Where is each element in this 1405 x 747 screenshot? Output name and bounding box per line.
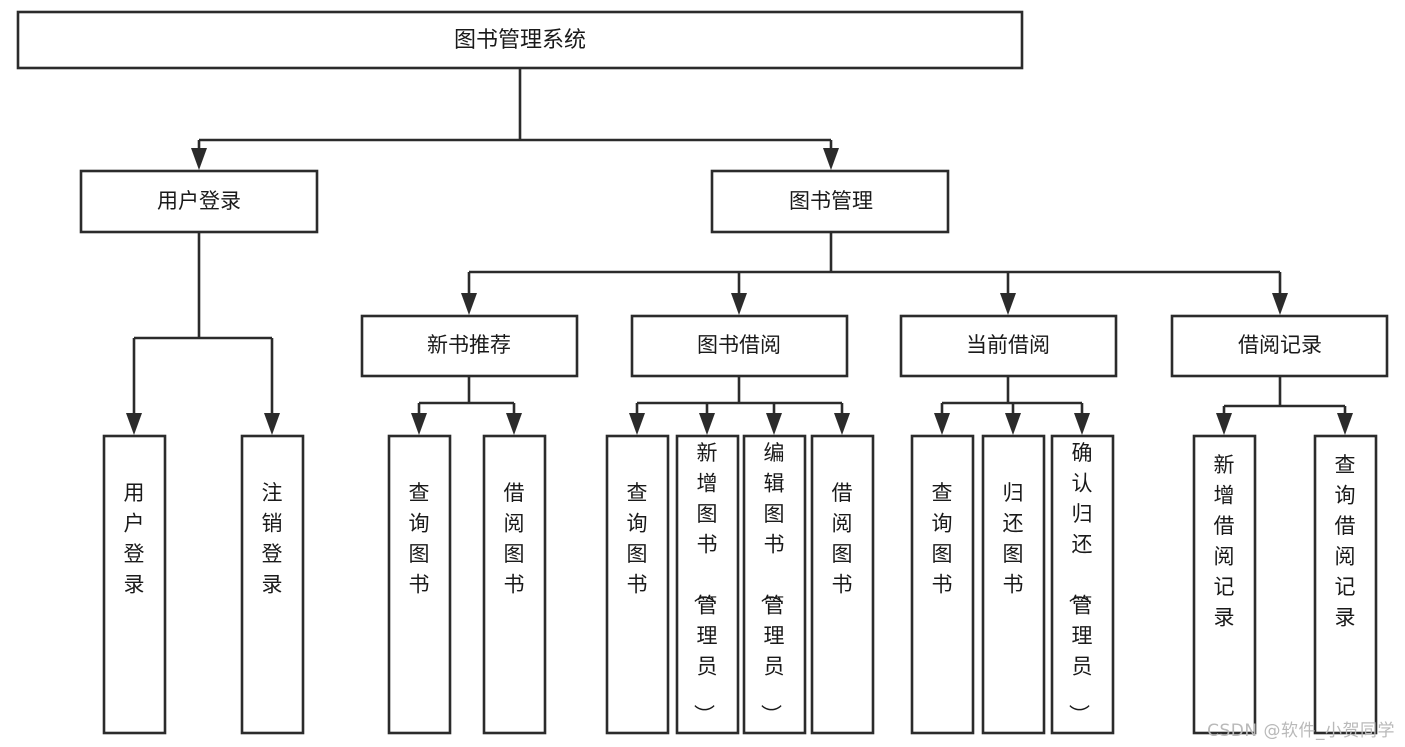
leaf-user-login-1-label: 用户登录 [124, 481, 145, 597]
node-user-login-label: 用户登录 [157, 189, 241, 213]
node-new-book-recommend-box[interactable] [360, 314, 579, 378]
leaf-book-borrow-2[interactable]: 新增图书（管理员） [675, 434, 740, 735]
node-book-borrow[interactable]: 图书借阅 [630, 314, 849, 378]
arrow-borrow-leaf-4 [834, 413, 850, 435]
node-user-login[interactable]: 用户登录 [79, 169, 319, 234]
leaf-book-borrow-4-box[interactable] [810, 434, 875, 735]
leaf-new-book-2-box[interactable] [482, 434, 547, 735]
node-current-borrow[interactable]: 当前借阅 [899, 314, 1118, 378]
arrow-current-leaf-2 [1005, 413, 1021, 435]
arrow-record-leaf-2 [1337, 413, 1353, 435]
node-borrow-record-label: 借阅记录 [1238, 333, 1322, 357]
arrow-newbook-leaf-2 [506, 413, 522, 435]
node-user-login-box[interactable] [79, 169, 319, 234]
arrow-current-leaf-3 [1074, 413, 1090, 435]
leaf-new-book-2[interactable]: 借阅图书 [482, 434, 547, 735]
leaf-book-borrow-1-label: 查询图书 [627, 481, 648, 597]
leaf-borrow-record-2-label: 查询借阅记录 [1335, 453, 1356, 630]
leaf-user-login-2[interactable]: 注销登录 [240, 434, 305, 735]
leaf-current-borrow-3-box[interactable] [1050, 434, 1115, 735]
leaf-new-book-2-label: 借阅图书 [504, 481, 525, 597]
arrow-level3-1 [461, 293, 477, 315]
arrow-user-login-leaf-2 [264, 413, 280, 435]
arrow-newbook-leaf-1 [411, 413, 427, 435]
leaf-book-borrow-4[interactable]: 借阅图书 [810, 434, 875, 735]
leaf-book-borrow-1[interactable]: 查询图书 [605, 434, 670, 735]
connectors [126, 68, 1353, 435]
leaf-book-borrow-3-box[interactable] [742, 434, 807, 735]
node-book-manage-box[interactable] [710, 169, 950, 234]
leaf-user-login-1[interactable]: 用户登录 [102, 434, 167, 735]
node-current-borrow-label: 当前借阅 [966, 333, 1050, 357]
node-book-manage-label: 图书管理 [789, 189, 873, 213]
leaf-book-borrow-3[interactable]: 编辑图书（管理员） [742, 434, 807, 735]
leaf-book-borrow-2-label: 新增图书（管理员） [692, 441, 718, 725]
node-borrow-record[interactable]: 借阅记录 [1170, 314, 1389, 378]
leaf-current-borrow-1-box[interactable] [910, 434, 975, 735]
leaf-new-book-1-box[interactable] [387, 434, 452, 735]
node-new-book-recommend-label: 新书推荐 [427, 333, 511, 357]
leaf-borrow-record-2-box[interactable] [1313, 434, 1378, 735]
leaf-current-borrow-3-label: 确认归还（管理员） [1067, 441, 1093, 725]
leaf-user-login-1-box[interactable] [102, 434, 167, 735]
leaf-current-borrow-2[interactable]: 归还图书 [981, 434, 1046, 735]
leaf-user-login-2-box[interactable] [240, 434, 305, 735]
leaf-current-borrow-2-box[interactable] [981, 434, 1046, 735]
leaf-current-borrow-3[interactable]: 确认归还（管理员） [1050, 434, 1115, 735]
node-book-borrow-box[interactable] [630, 314, 849, 378]
leaf-current-borrow-1[interactable]: 查询图书 [910, 434, 975, 735]
arrow-level3-4 [1272, 293, 1288, 315]
leaf-borrow-record-1-box[interactable] [1192, 434, 1257, 735]
leaf-user-login-2-label: 注销登录 [262, 481, 283, 597]
node-book-manage[interactable]: 图书管理 [710, 169, 950, 234]
node-book-borrow-label: 图书借阅 [697, 333, 781, 357]
arrow-book-manage [823, 148, 839, 170]
arrow-current-leaf-1 [934, 413, 950, 435]
leaf-book-borrow-2-box[interactable] [675, 434, 740, 735]
leaf-book-borrow-3-label: 编辑图书（管理员） [759, 441, 785, 725]
arrow-user-login [191, 148, 207, 170]
node-new-book-recommend[interactable]: 新书推荐 [360, 314, 579, 378]
leaf-new-book-1[interactable]: 查询图书 [387, 434, 452, 735]
node-root-label: 图书管理系统 [454, 28, 586, 53]
leaf-new-book-1-label: 查询图书 [409, 481, 430, 597]
leaf-borrow-record-1-label: 新增借阅记录 [1214, 453, 1235, 630]
node-borrow-record-box[interactable] [1170, 314, 1389, 378]
node-root-box[interactable] [16, 10, 1024, 70]
csdn-watermark: CSDN @软件_小贺同学 [1207, 721, 1395, 741]
leaf-borrow-record-1[interactable]: 新增借阅记录 [1192, 434, 1257, 735]
arrow-borrow-leaf-2 [699, 413, 715, 435]
arrow-borrow-leaf-3 [766, 413, 782, 435]
arrow-level3-2 [731, 293, 747, 315]
leaf-book-borrow-4-label: 借阅图书 [832, 481, 853, 597]
arrow-level3-3 [1000, 293, 1016, 315]
leaf-current-borrow-1-label: 查询图书 [932, 481, 953, 597]
leaf-current-borrow-2-label: 归还图书 [1003, 481, 1024, 597]
leaf-book-borrow-1-box[interactable] [605, 434, 670, 735]
arrow-user-login-leaf-1 [126, 413, 142, 435]
leaf-borrow-record-2[interactable]: 查询借阅记录 [1313, 434, 1378, 735]
arrow-borrow-leaf-1 [629, 413, 645, 435]
arrow-record-leaf-1 [1216, 413, 1232, 435]
node-root[interactable]: 图书管理系统 [16, 10, 1024, 70]
node-current-borrow-box[interactable] [899, 314, 1118, 378]
